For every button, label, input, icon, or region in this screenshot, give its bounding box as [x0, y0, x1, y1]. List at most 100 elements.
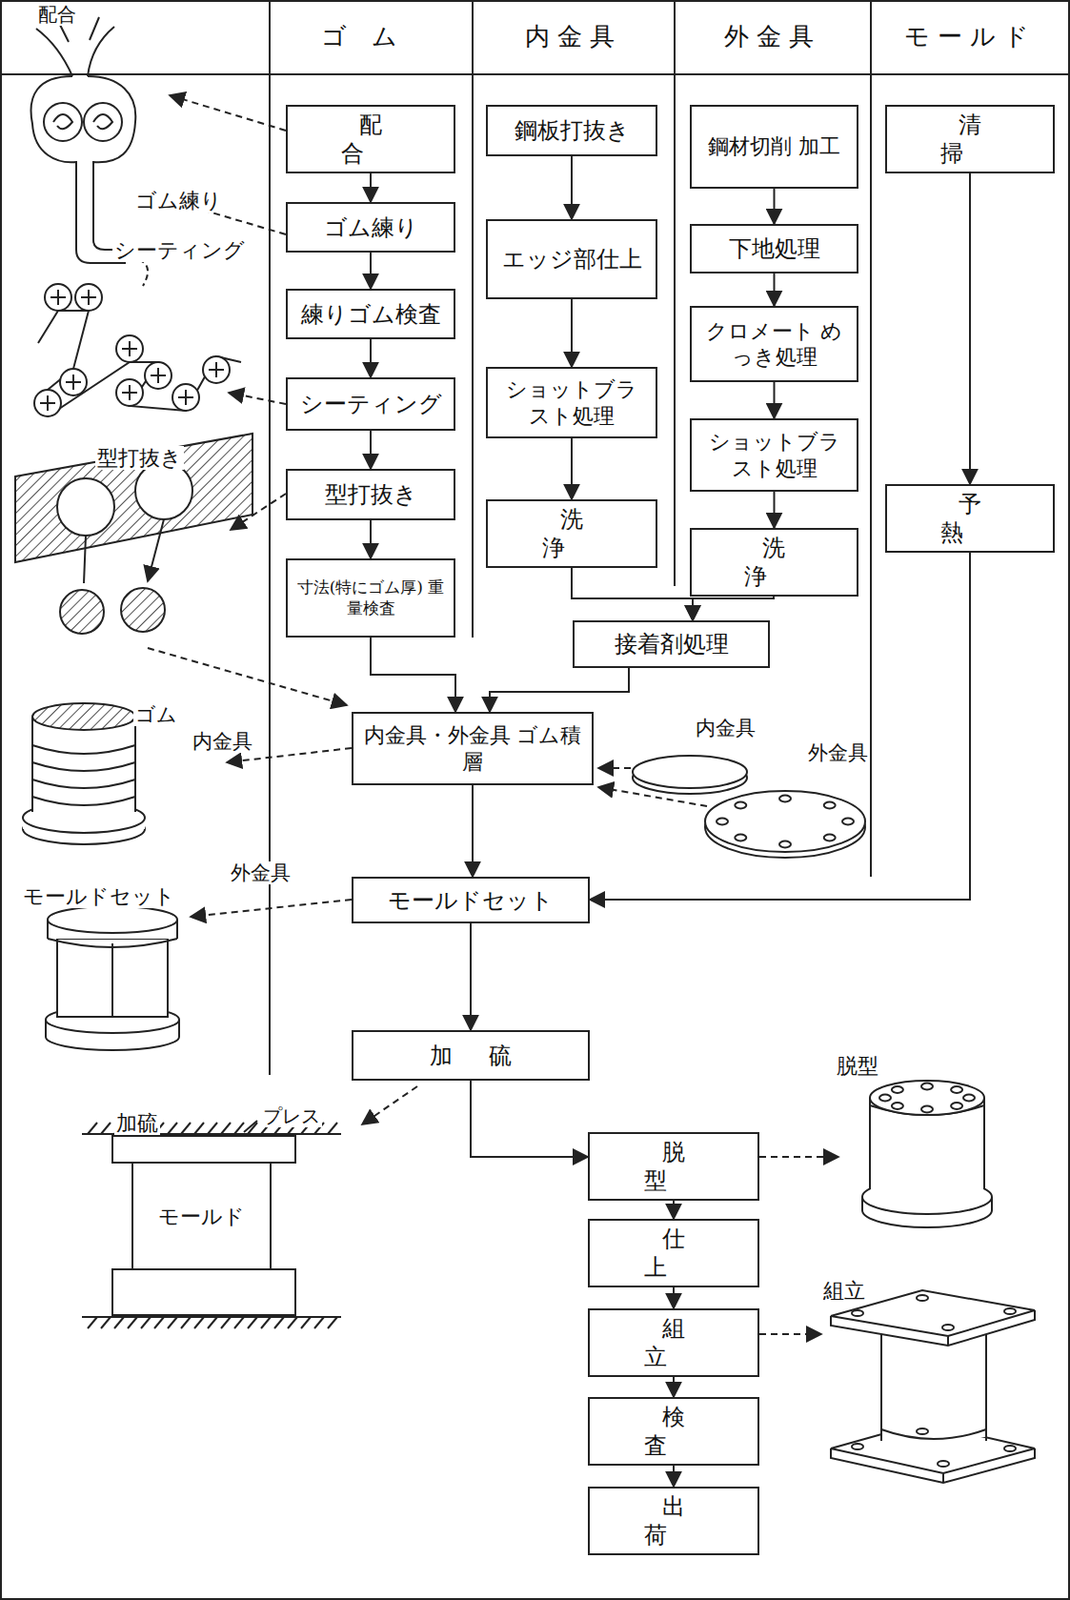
- process-box: 鋼板打抜き: [485, 104, 658, 157]
- plate-drawings: [632, 755, 866, 858]
- drawing-stroke: [314, 1316, 324, 1329]
- flow-arrow: [570, 156, 573, 220]
- column-header: 内金具: [472, 22, 675, 52]
- drawing-stroke: [880, 1326, 883, 1441]
- drawing-stroke: [221, 1122, 231, 1134]
- process-box: 予熱: [885, 484, 1055, 553]
- drawing-stroke: [53, 114, 113, 129]
- drawing-stroke: [234, 1122, 244, 1134]
- part-label: プレス: [261, 1105, 323, 1128]
- drawing-stroke: [43, 102, 82, 142]
- drawing-stroke: [879, 1094, 891, 1102]
- drawing-stroke: [362, 1086, 418, 1125]
- box-text: 洗浄: [495, 504, 648, 563]
- drawing-stroke: [937, 1460, 949, 1467]
- box-text: ショットブラスト処理: [699, 428, 849, 482]
- drawing-stroke: [208, 362, 224, 378]
- drawing-stroke: [47, 906, 178, 933]
- drawing-stroke: [868, 1097, 871, 1190]
- box-text: 予熱: [894, 489, 1046, 547]
- drawing-stroke: [116, 335, 143, 363]
- drawing-stroke: [207, 1316, 218, 1329]
- box-text: 接着剤処理: [614, 629, 729, 659]
- drawing-stroke: [87, 76, 136, 250]
- drawing-stroke: [207, 1122, 218, 1134]
- flow-arrow: [471, 785, 474, 877]
- drawing-stroke: [1004, 1308, 1016, 1314]
- flow-arrow: [969, 173, 971, 485]
- flow-arrow: [773, 273, 776, 306]
- process-box: 脱型: [587, 1131, 760, 1201]
- drawing-stroke: [842, 818, 854, 826]
- part-label: モールドセット: [20, 884, 178, 909]
- process-box: 清掃: [885, 104, 1055, 174]
- process-box: 内金具・外金具 ゴム積層: [351, 711, 594, 786]
- drawing-stroke: [963, 1094, 975, 1102]
- drawing-stroke: [734, 834, 747, 842]
- box-text: ショットブラスト処理: [495, 376, 648, 429]
- drawing-stroke: [0, 73, 1070, 76]
- drawing-stroke: [154, 1316, 164, 1329]
- flow-arrow: [369, 430, 372, 469]
- flow-arrow: [672, 1376, 675, 1397]
- drawing-stroke: [202, 356, 230, 384]
- box-text: モールドセット: [387, 886, 554, 915]
- drawing-stroke: [34, 283, 230, 417]
- process-box: 検査: [587, 1396, 760, 1466]
- process-box: 下地処理: [689, 223, 859, 274]
- process-box: クロメート めっき処理: [689, 305, 859, 383]
- flow-arrow: [692, 596, 774, 621]
- drawing-stroke: [632, 755, 747, 788]
- drawing-stroke: [172, 383, 200, 411]
- drawing-stroke: [190, 899, 352, 917]
- drawing-stroke: [779, 841, 791, 848]
- drawing-stroke: [194, 1316, 204, 1329]
- flow-arrow: [672, 1287, 675, 1309]
- part-label: シーティング: [112, 238, 247, 263]
- box-text: 検査: [597, 1402, 750, 1460]
- drawing-stroke: [950, 1086, 963, 1093]
- box-text: 加硫: [392, 1041, 548, 1070]
- drawing-stroke: [132, 1162, 271, 1270]
- drawing-stroke: [230, 493, 286, 530]
- drawing-stroke: [147, 647, 347, 706]
- drawing-stroke: [705, 790, 866, 852]
- drawing-stroke: [135, 462, 193, 520]
- box-text: 寸法(特にゴム厚) 重量検査: [295, 577, 446, 619]
- mold-set-drawing: [45, 906, 180, 1050]
- flow-arrow: [773, 491, 776, 528]
- drawing-stroke: [779, 795, 791, 803]
- process-box: 組立: [587, 1308, 760, 1377]
- drawing-stroke: [112, 1269, 296, 1315]
- drawing-stroke: [734, 802, 747, 809]
- box-text: エッジ部仕上: [502, 244, 643, 274]
- column-header: モールド: [870, 22, 1070, 52]
- drawing-stroke: [100, 1316, 111, 1329]
- flow-arrow: [773, 188, 776, 224]
- drawing-stroke: [327, 1122, 338, 1134]
- drawing-stroke: [869, 1080, 985, 1115]
- drawing-stroke: [243, 1120, 258, 1132]
- box-text: 組立: [597, 1313, 750, 1372]
- drawing-stroke: [716, 795, 854, 848]
- flow-arrow: [489, 667, 629, 712]
- flow-arrow: [369, 339, 372, 378]
- process-box: 加硫: [351, 1029, 590, 1081]
- drawing-stroke: [759, 1155, 839, 1158]
- drawing-stroke: [141, 1316, 151, 1329]
- drawing-stroke: [851, 1443, 864, 1450]
- drawing-stroke: [144, 362, 172, 389]
- drawing-stroke: [75, 283, 102, 311]
- box-text: 型打抜き: [324, 480, 418, 509]
- flow-arrow: [672, 1465, 675, 1487]
- flow-arrow: [570, 438, 573, 500]
- leader-lines: [147, 95, 839, 1334]
- drawing-stroke: [32, 716, 136, 816]
- drawing-stroke: [80, 289, 97, 305]
- process-box: 洗浄: [485, 499, 658, 568]
- flow-arrow: [773, 382, 776, 419]
- drawing-stroke: [81, 1315, 342, 1318]
- drawing-stroke: [121, 587, 165, 632]
- drawing-stroke: [471, 0, 474, 638]
